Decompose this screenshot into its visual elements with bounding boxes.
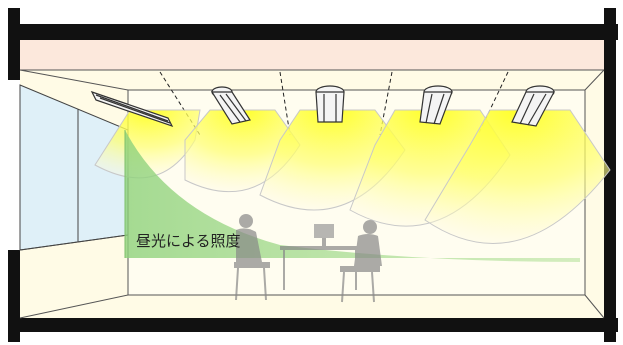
luminaire-1 — [90, 90, 174, 128]
floor-edge-right — [584, 294, 605, 319]
right-column — [604, 8, 616, 342]
light-distribution-cones — [94, 109, 611, 244]
daylight-illuminance-label: 昼光による照度 — [136, 232, 241, 250]
floor-edge-left — [19, 294, 129, 319]
seated-person-left — [234, 214, 270, 301]
people-at-desk — [234, 214, 382, 303]
upper-floor-slab — [8, 24, 618, 40]
window-sill — [19, 234, 129, 251]
luminaire-2 — [210, 86, 251, 125]
seated-person-right — [340, 220, 382, 303]
lower-floor-slab — [8, 318, 618, 332]
ceiling-edge-left — [19, 69, 129, 91]
left-column-top — [8, 8, 20, 80]
ceiling-edge-right — [584, 69, 605, 91]
light-cone-5 — [424, 109, 611, 244]
luminaire-5 — [511, 85, 555, 127]
desk — [280, 246, 360, 290]
monitor-icon — [314, 224, 334, 246]
daylight-illuminance-area — [125, 130, 580, 262]
luminaire-4 — [419, 85, 453, 125]
left-column-bottom — [8, 250, 20, 342]
luminaire-3 — [315, 85, 345, 123]
ceiling-void — [20, 40, 604, 70]
luminaires — [90, 85, 555, 128]
